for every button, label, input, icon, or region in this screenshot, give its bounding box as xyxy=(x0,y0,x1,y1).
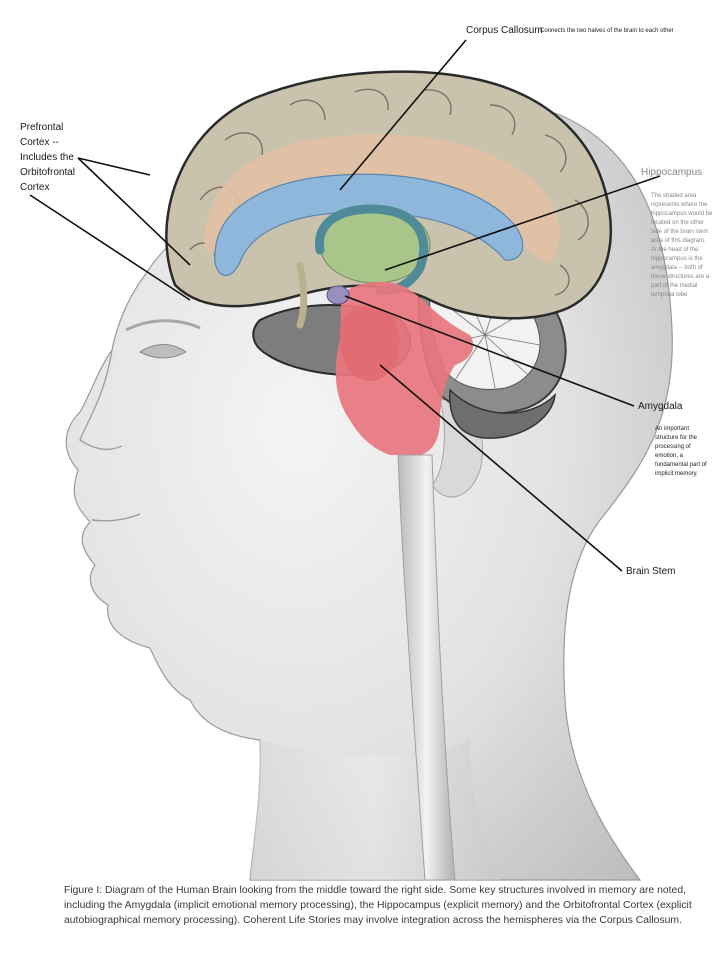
hippocampus-note-line: part of the medial xyxy=(651,283,697,289)
amygdala xyxy=(327,286,349,304)
label-prefrontal: Prefrontal Cortex -- Includes the Orbito… xyxy=(20,122,75,193)
amygdala-note-line: emotion, a xyxy=(655,453,684,459)
leader-prefrontal-1 xyxy=(78,158,150,175)
amygdala-note-line: An important xyxy=(655,426,689,432)
hippocampus-note-line: represents where the xyxy=(651,202,708,208)
amygdala-note-line: processing of xyxy=(655,444,691,450)
amygdala-note-line: structure for the xyxy=(655,435,698,441)
hippocampus-note-line: these structures are a xyxy=(651,274,710,280)
hippocampus-note-line: located on the other xyxy=(651,220,704,226)
note-corpus-callosum: Connects the two halves of the brain to … xyxy=(540,28,674,34)
hippocampus-note-line: side of the brain stem xyxy=(651,229,708,235)
note-amygdala: An important structure for the processin… xyxy=(655,426,707,477)
hippocampus-note-line: area of this diagram. xyxy=(651,238,706,244)
pituitary-stalk xyxy=(300,265,304,325)
amygdala-note-line: fundamental part of xyxy=(655,462,707,468)
label-corpus-callosum: Corpus Callosum xyxy=(466,25,543,36)
label-brain-stem: Brain Stem xyxy=(626,566,675,577)
hippocampus-note-line: hippocampus would be xyxy=(651,211,713,217)
hippocampus-note-line: At the head of the xyxy=(651,247,699,253)
figure-caption: Figure I: Diagram of the Human Brain loo… xyxy=(64,883,714,928)
label-hippocampus: Hippocampus xyxy=(641,167,702,178)
hippocampus-note-line: amygdala -- both of xyxy=(651,265,703,271)
amygdala-note-line: implicit memory. xyxy=(655,471,698,477)
neck xyxy=(250,740,500,880)
hippocampus-note-line: hippocampus is the xyxy=(651,256,703,262)
prefrontal-line: Includes the xyxy=(20,152,74,163)
prefrontal-line: Cortex -- xyxy=(20,137,59,148)
label-amygdala: Amygdala xyxy=(638,401,683,412)
prefrontal-line: Prefrontal xyxy=(20,122,63,133)
prefrontal-line: Cortex xyxy=(20,182,49,193)
hippocampus-note-line: The shaded area xyxy=(651,193,697,199)
hippocampus-note-line: temporal lobe xyxy=(651,292,688,298)
prefrontal-line: Orbitofrontal xyxy=(20,167,75,178)
